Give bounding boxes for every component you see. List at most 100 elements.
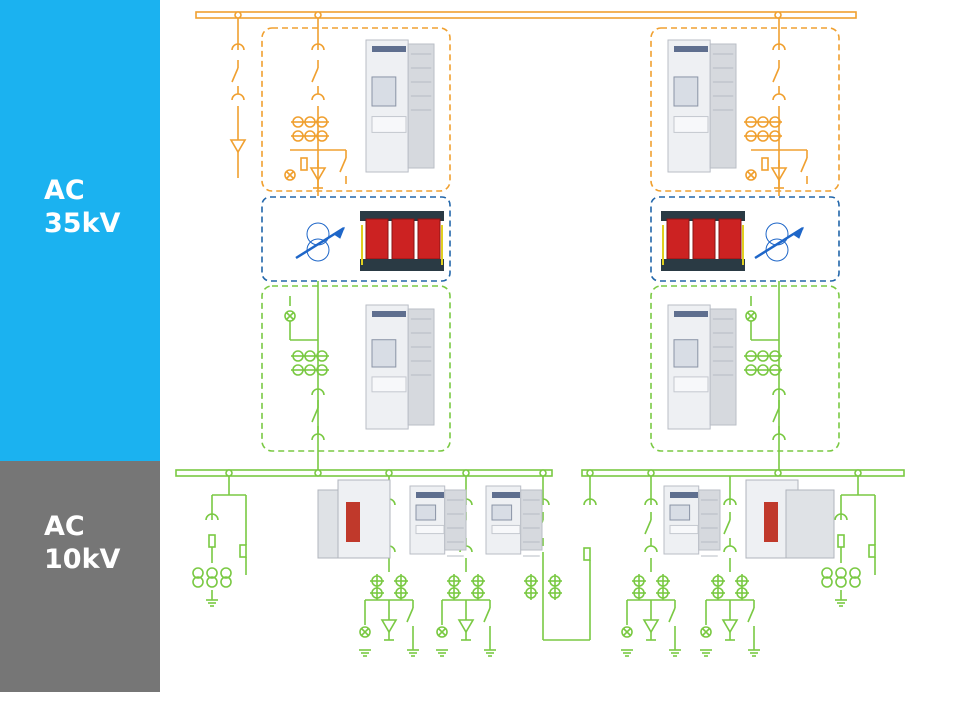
current-transformer-icon bbox=[735, 574, 749, 600]
indicator-lamp-icon bbox=[436, 626, 448, 638]
surge-arrester-icon bbox=[770, 160, 788, 189]
indicator-lamp-icon bbox=[359, 626, 371, 638]
disconnect-contact-icon bbox=[311, 388, 325, 396]
bus-tap-point bbox=[225, 469, 233, 477]
indicator-lamp-icon bbox=[621, 626, 633, 638]
disconnect-contact-icon bbox=[311, 433, 325, 441]
fuse-icon bbox=[239, 544, 247, 558]
disconnect-contact-icon bbox=[644, 545, 658, 553]
disconnect-contact-icon bbox=[723, 545, 737, 553]
disconnect-contact-icon bbox=[772, 433, 786, 441]
earth-icon bbox=[621, 649, 633, 657]
switchgear-cabinet-10kv bbox=[485, 485, 543, 557]
surge-arrester-icon bbox=[642, 612, 660, 641]
circuit-breaker-icon bbox=[231, 60, 239, 94]
circuit-breaker-icon bbox=[644, 512, 652, 546]
busbar-10kv-section-1 bbox=[175, 469, 553, 477]
earth-icon bbox=[484, 649, 496, 657]
disconnect-contact-icon bbox=[205, 513, 219, 521]
ac10kv-section-band: AC 10kV bbox=[0, 461, 160, 692]
surge-arrester-icon bbox=[721, 612, 739, 641]
busbar-10kv-section-2 bbox=[581, 469, 905, 477]
current-transformer-icon bbox=[632, 574, 646, 600]
surge-arrester-icon bbox=[229, 139, 247, 154]
current-transformer-icon bbox=[394, 574, 408, 600]
fuse-icon bbox=[868, 544, 876, 558]
ac35kv-section-label: AC 35kV bbox=[44, 174, 120, 240]
disconnect-contact-icon bbox=[311, 43, 325, 51]
indicator-lamp-icon bbox=[745, 169, 757, 181]
disconnect-contact-icon bbox=[231, 43, 245, 51]
current-transformer-icon bbox=[548, 574, 562, 600]
indicator-lamp-icon bbox=[284, 169, 296, 181]
bus-tap-point bbox=[314, 11, 322, 19]
bus-tap-point bbox=[234, 11, 242, 19]
earth-icon bbox=[835, 599, 847, 607]
current-transformer-icon bbox=[711, 574, 725, 600]
disconnect-contact-icon bbox=[772, 93, 786, 101]
switchgear-cabinet-10kv-open bbox=[745, 479, 835, 559]
transformer-symbol-icon bbox=[754, 222, 805, 262]
circuit-breaker-icon bbox=[772, 60, 780, 94]
earth-icon bbox=[206, 599, 218, 607]
dry-type-transformer-icon bbox=[661, 211, 745, 271]
disconnect-contact-icon bbox=[583, 498, 597, 506]
bus-tap-point bbox=[539, 469, 547, 477]
switchgear-cabinet-35kv bbox=[667, 304, 737, 430]
bus-tap-point bbox=[385, 469, 393, 477]
bay-transformer bbox=[650, 196, 840, 282]
bay-10kv-incoming bbox=[261, 285, 451, 452]
switchgear-cabinet-10kv bbox=[409, 485, 467, 557]
switchgear-cabinet-35kv bbox=[365, 304, 435, 430]
transformer-symbol-icon bbox=[295, 222, 346, 262]
bus-tap-point bbox=[647, 469, 655, 477]
bus-tap-point bbox=[586, 469, 594, 477]
earth-icon bbox=[359, 649, 371, 657]
ac10kv-label-line1: AC bbox=[44, 511, 85, 542]
fuse-icon bbox=[208, 534, 216, 548]
ac35kv-section-band: AC 35kV bbox=[0, 0, 160, 461]
fuse-icon bbox=[837, 534, 845, 548]
disconnect-contact-icon bbox=[772, 388, 786, 396]
fuse-icon bbox=[761, 157, 769, 171]
disconnect-contact-icon bbox=[834, 513, 848, 521]
circuit-breaker-icon bbox=[772, 400, 780, 434]
earth-icon bbox=[748, 649, 760, 657]
bus-tap-point bbox=[774, 469, 782, 477]
indicator-lamp-icon bbox=[745, 310, 757, 322]
bay-35kv-incoming bbox=[650, 27, 840, 192]
current-transformer-icon bbox=[524, 574, 538, 600]
earth-icon bbox=[436, 649, 448, 657]
bay-35kv-incoming bbox=[261, 27, 451, 192]
earth-icon bbox=[700, 649, 712, 657]
disconnect-contact-icon bbox=[231, 93, 245, 101]
ac35kv-label-line1: AC bbox=[44, 175, 85, 206]
surge-arrester-icon bbox=[380, 612, 398, 641]
current-transformer-icon bbox=[656, 574, 670, 600]
disconnect-contact-icon bbox=[644, 498, 658, 506]
current-transformer-group-icon bbox=[291, 350, 329, 376]
surge-arrester-icon bbox=[457, 612, 475, 641]
current-transformer-group-icon bbox=[744, 350, 782, 376]
switchgear-cabinet-10kv-open bbox=[317, 479, 391, 559]
fuse-icon bbox=[583, 547, 591, 561]
circuit-breaker-icon bbox=[483, 600, 491, 634]
dry-type-transformer-icon bbox=[360, 211, 444, 271]
switchgear-cabinet-35kv bbox=[365, 39, 435, 173]
circuit-breaker-icon bbox=[311, 60, 319, 94]
disconnect-contact-icon bbox=[311, 93, 325, 101]
bus-tap-point bbox=[854, 469, 862, 477]
circuit-breaker-icon bbox=[723, 512, 731, 546]
bus-tap-point bbox=[774, 11, 782, 19]
bus-tap-point bbox=[314, 469, 322, 477]
surge-arrester-icon bbox=[309, 160, 327, 189]
bay-10kv-incoming bbox=[650, 285, 840, 452]
current-transformer-icon bbox=[447, 574, 461, 600]
ac35kv-label-line2: 35kV bbox=[44, 208, 121, 239]
circuit-breaker-icon bbox=[339, 150, 347, 184]
earth-icon bbox=[407, 649, 419, 657]
current-transformer-icon bbox=[370, 574, 384, 600]
circuit-breaker-icon bbox=[311, 400, 319, 434]
indicator-lamp-icon bbox=[284, 310, 296, 322]
